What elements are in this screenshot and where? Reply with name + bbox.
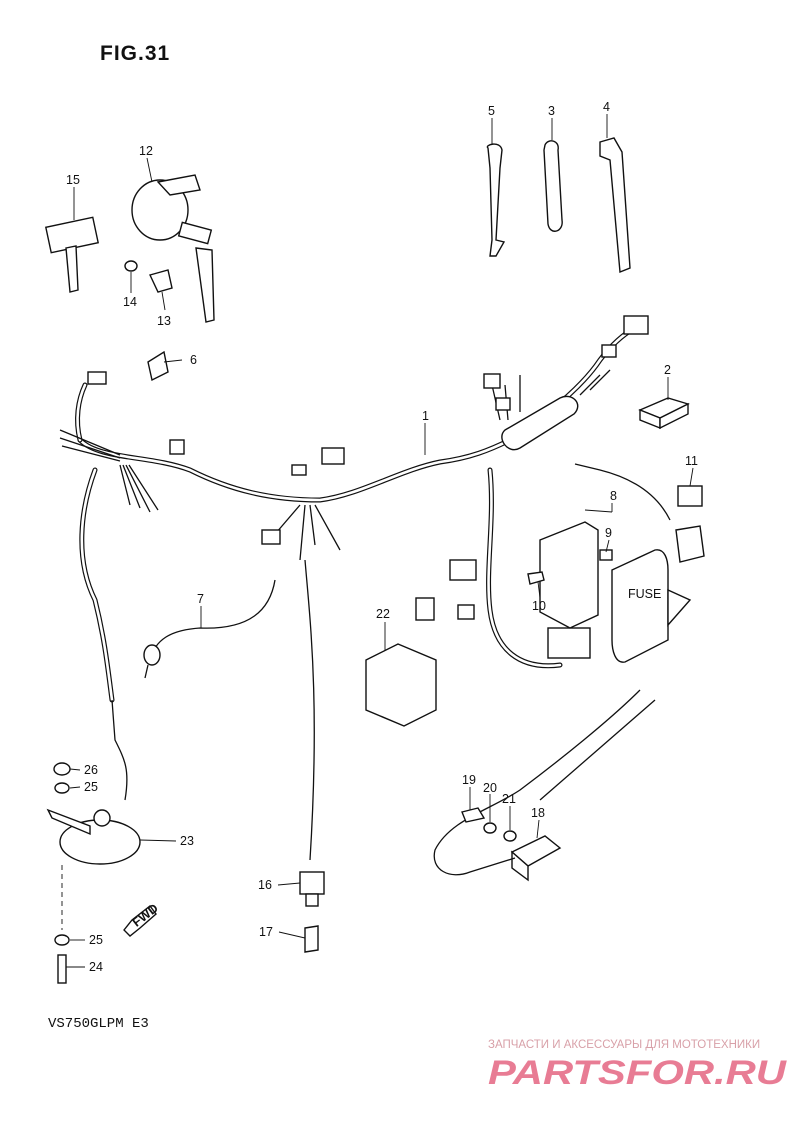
fuse-box-part-8: FUSE	[539, 521, 692, 663]
label-part-10: 10	[532, 599, 546, 613]
watermark-tagline: ЗАПЧАСТИ И АКСЕССУАРЫ ДЛЯ МОТОТЕХНИКИ	[488, 1039, 761, 1051]
label-part-11: 11	[685, 454, 698, 468]
watermark-logo: PARTSFOR.RU	[488, 1054, 788, 1092]
washer-part-21	[503, 830, 517, 842]
label-part-20: 20	[483, 781, 497, 795]
figure-title: FIG.31	[100, 42, 171, 65]
label-part-16: 16	[258, 878, 272, 892]
leader-lines	[66, 114, 694, 968]
label-part-23: 23	[180, 834, 194, 848]
main-wiring-harness	[59, 315, 649, 861]
label-part-17: 17	[259, 925, 273, 939]
fuse-part-9	[599, 549, 613, 561]
horn-part-23	[46, 808, 141, 865]
label-part-19: 19	[462, 773, 476, 787]
label-part-14: 14	[123, 295, 137, 309]
nut-part-26	[53, 762, 71, 776]
forward-direction-arrow: FWD	[123, 901, 161, 937]
screw-part-13	[149, 269, 173, 293]
bolt-part-19	[461, 807, 486, 823]
spring-part-17	[304, 925, 319, 953]
label-part-7: 7	[197, 592, 204, 606]
label-part-1: 1	[422, 409, 429, 423]
bracket-part-6	[147, 350, 169, 382]
label-part-15: 15	[66, 173, 80, 187]
washer-part-25-lower	[54, 934, 70, 946]
clamp-part-5	[486, 143, 506, 257]
sensor-part-16	[299, 871, 325, 907]
label-part-4: 4	[603, 100, 610, 114]
part-number-labels: 1 2 3 4 5 6 7 8 9 10 11 12 13 14 15 16 1…	[66, 100, 698, 974]
connector-part-11	[574, 463, 705, 563]
label-part-9: 9	[605, 526, 612, 540]
label-part-25-lower: 25	[89, 933, 103, 947]
label-part-18: 18	[531, 806, 545, 820]
watermark-logo-text: PARTSFOR.RU	[488, 1054, 788, 1092]
cable-tie-part-4	[599, 137, 631, 273]
lead-wire-part-7	[143, 644, 161, 679]
label-part-3: 3	[548, 104, 555, 118]
washer-part-20	[483, 822, 497, 834]
connector-part-2	[638, 397, 690, 430]
label-part-22: 22	[376, 607, 390, 621]
clamp-part-3	[543, 140, 563, 232]
fwd-label: FWD	[130, 901, 161, 930]
label-part-2: 2	[664, 363, 671, 377]
label-part-21: 21	[502, 792, 516, 806]
label-part-13: 13	[157, 314, 171, 328]
switch-part-18	[433, 689, 656, 882]
fuse-box-label: FUSE	[628, 587, 661, 601]
screw-part-10	[527, 571, 545, 585]
washer-part-25-upper	[54, 782, 70, 794]
washer-part-14	[124, 260, 138, 272]
key-part-15	[44, 216, 100, 293]
label-part-25-upper: 25	[84, 780, 98, 794]
bolt-part-24	[57, 954, 67, 984]
label-part-5: 5	[488, 104, 495, 118]
label-part-12: 12	[139, 144, 153, 158]
ignition-switch-part-12	[131, 174, 215, 323]
label-part-26: 26	[84, 763, 98, 777]
label-part-8: 8	[610, 489, 617, 503]
relay-part-22	[365, 643, 437, 727]
label-part-24: 24	[89, 960, 103, 974]
label-part-6: 6	[190, 353, 197, 367]
model-code: VS750GLPM E3	[48, 1016, 149, 1032]
